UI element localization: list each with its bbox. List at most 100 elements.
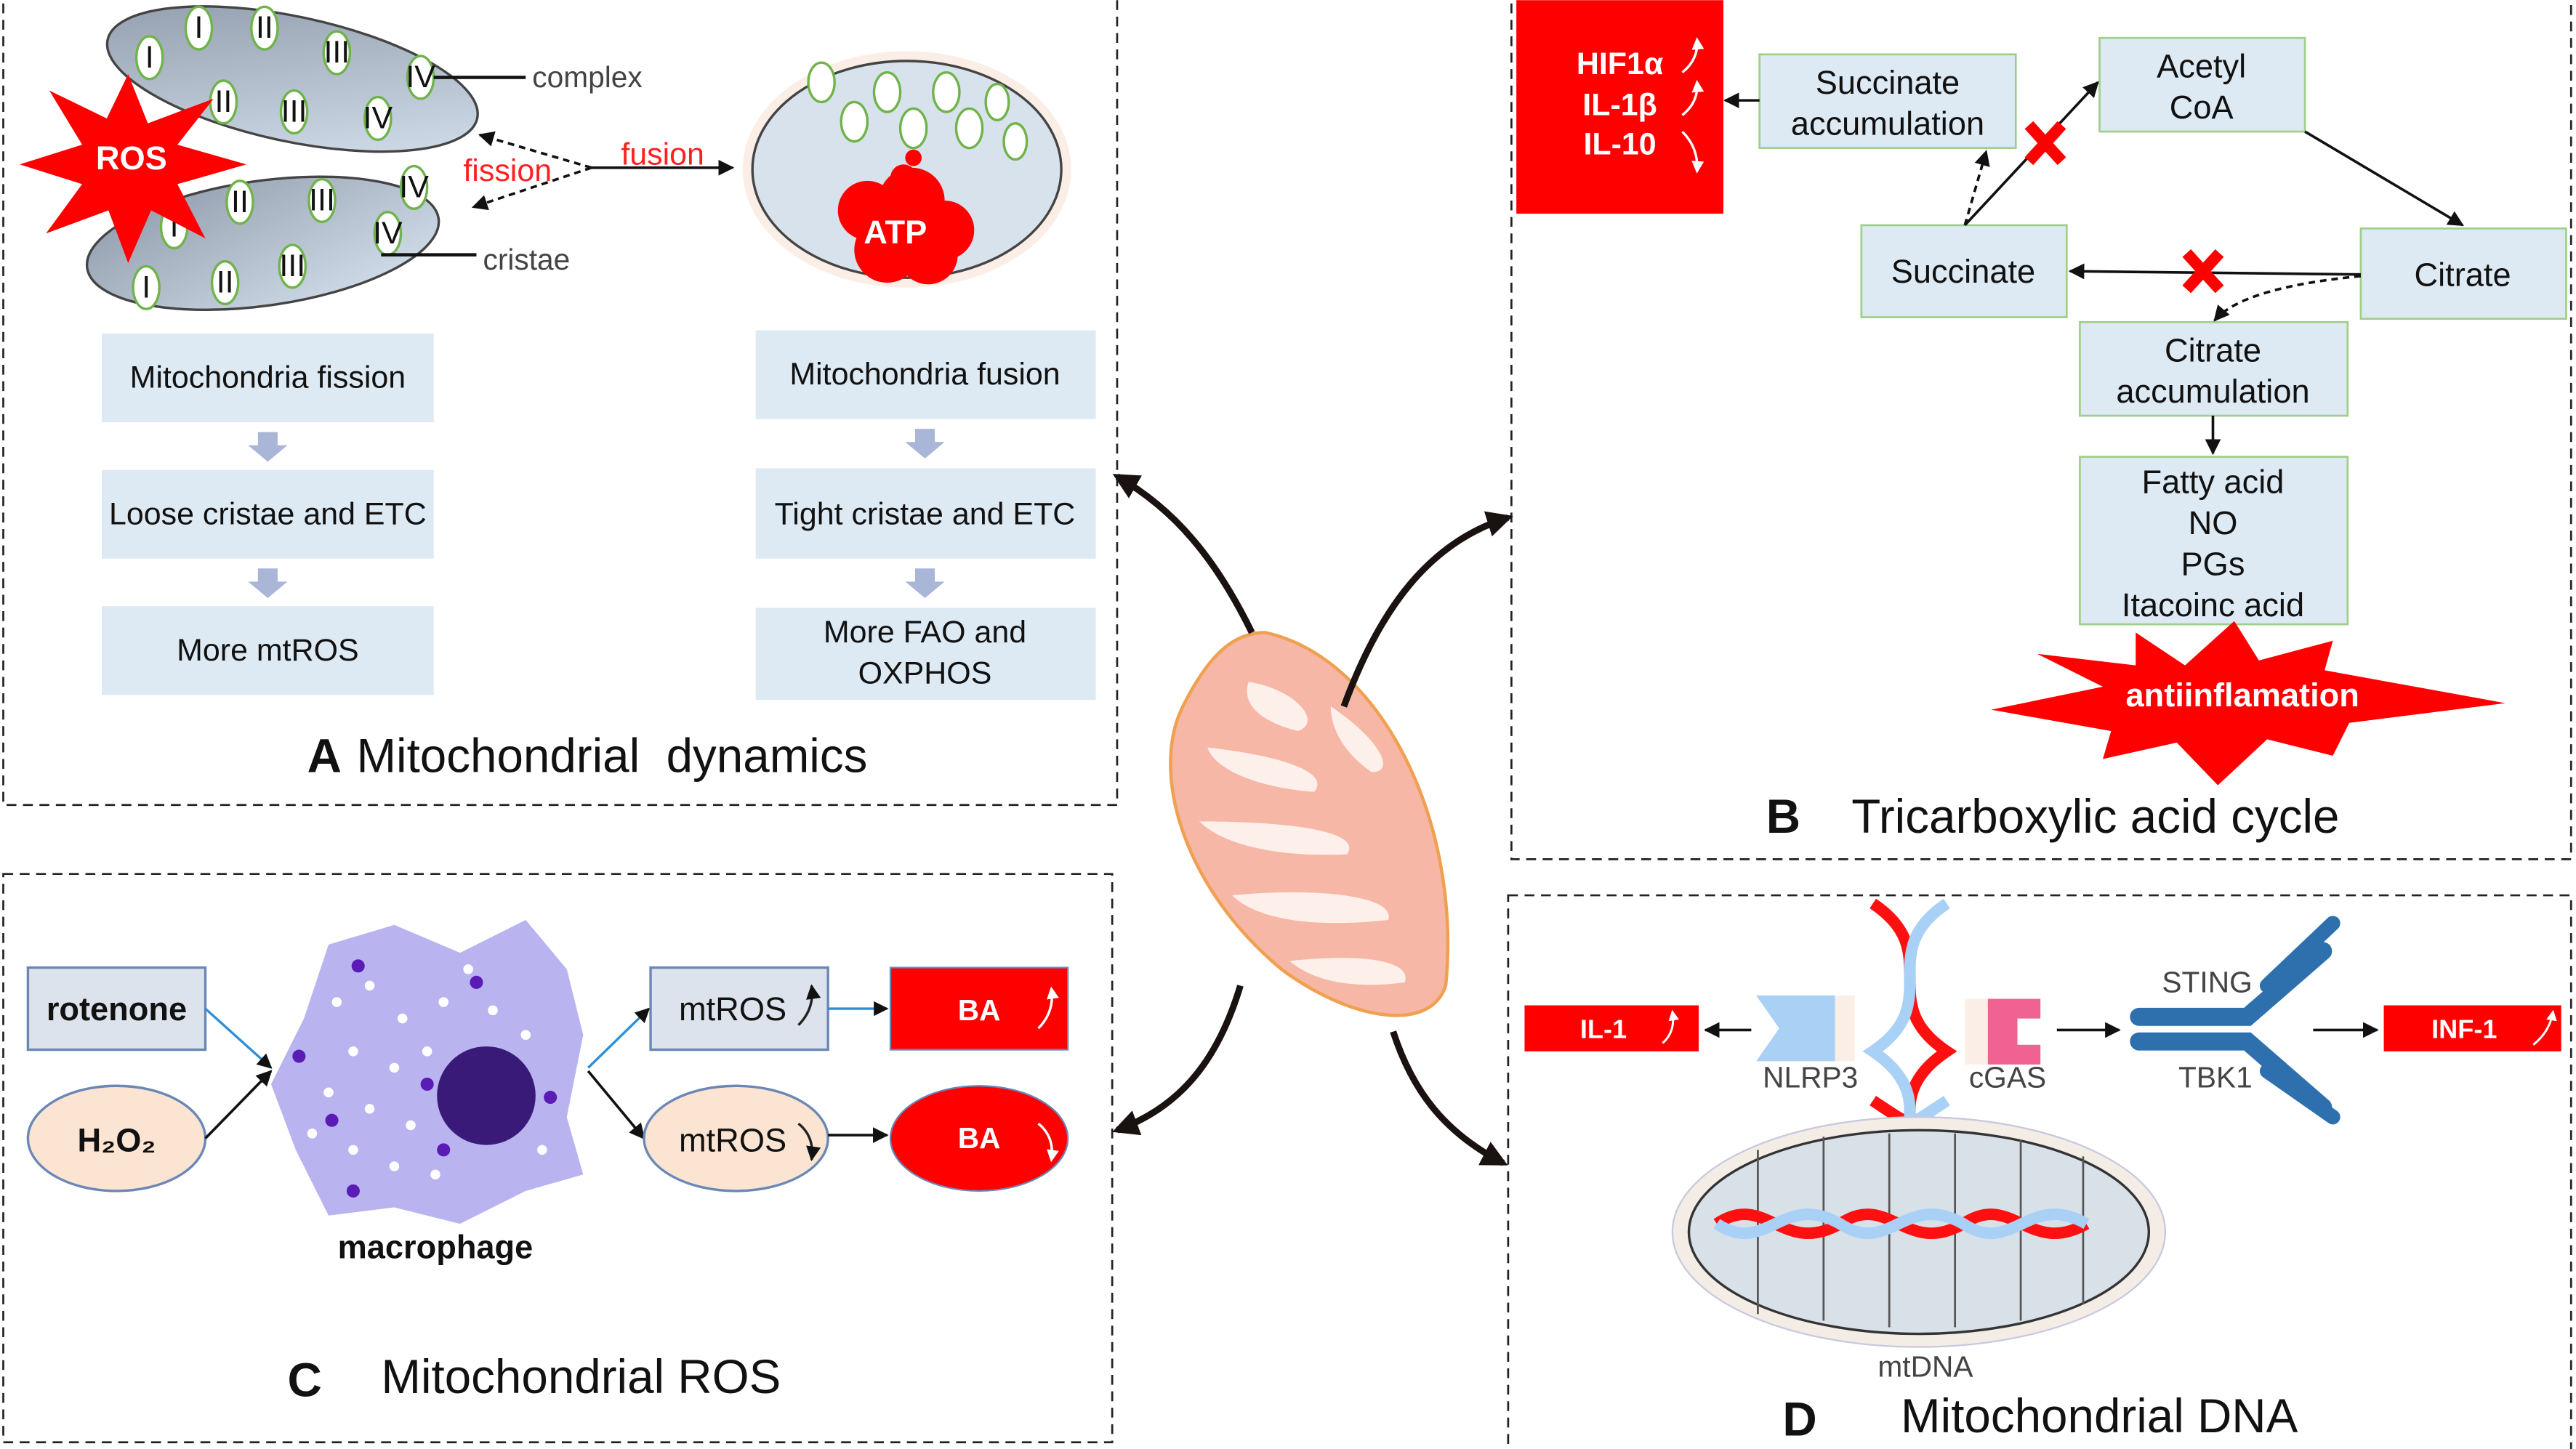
arrow-macrophage-mtros-up	[587, 1007, 651, 1069]
node-label: Succinate	[1891, 253, 2035, 290]
up-arrow-icon	[1681, 79, 1704, 116]
panel-a-letter: A	[307, 730, 342, 783]
nlrp3-label: NLRP3	[1763, 1061, 1858, 1094]
arrow-rotenone-macrophage	[204, 1007, 273, 1069]
fission-step-3	[102, 606, 434, 695]
fission-step-1-label: Mitochondria fission	[130, 360, 406, 395]
node-acetyl-coa	[2098, 36, 2306, 133]
macrophage-cell	[270, 919, 584, 1224]
down-arrow-icon	[1037, 1122, 1059, 1163]
nlrp3-membrane	[1835, 995, 1855, 1062]
panel-d: IL-1 NLRP3 cGAS STING TBK1 INF-1 mtDNA D…	[1507, 894, 2572, 1449]
svg-text:ROS: ROS	[96, 140, 167, 177]
fusion-label: fusion	[621, 137, 704, 171]
node-label: accumulation	[1791, 105, 1984, 142]
fission-step-3-label: More mtROS	[177, 633, 358, 668]
tbk1-label: TBK1	[2178, 1061, 2253, 1094]
up-arrow-icon	[2532, 1009, 2557, 1046]
sting-label: STING	[2162, 965, 2252, 998]
fusion-step-1	[755, 330, 1096, 419]
cgas-label: cGAS	[1969, 1061, 2046, 1094]
cytokine-il10: IL-10	[1583, 127, 1656, 162]
arrow-citrate-succinate	[2068, 263, 2361, 280]
panel-b-title: Tricarboxylic acid cycle	[1851, 790, 2339, 843]
panel-a-title: Mitochondrial dynamics	[356, 730, 867, 783]
node-label: Fatty acid	[2142, 463, 2285, 500]
svg-text:antiinflamation: antiinflamation	[2126, 677, 2359, 714]
up-arrow-icon	[1662, 1009, 1680, 1044]
ba-up-label: BA	[958, 993, 1001, 1027]
fusion-step-3-label-line2: OXPHOS	[858, 655, 992, 690]
node-label: CoA	[2170, 89, 2234, 126]
panel-b: HIF1α IL-1β IL-10 Succinate accumulation…	[1510, 0, 2572, 860]
fusion-step-3-label-line1: More FAO and	[824, 615, 1026, 650]
node-label: PGs	[2181, 545, 2245, 582]
node-label: NO	[2189, 504, 2238, 541]
ba-down-ellipse	[889, 1085, 1069, 1192]
fission-arrow-up	[478, 131, 592, 169]
svg-text:I: I	[145, 40, 154, 75]
arrow-acetyl-citrate	[2304, 130, 2464, 227]
il1-label: IL-1	[1580, 1014, 1627, 1044]
panel-c-letter: C	[288, 1353, 322, 1406]
down-arrow-icon	[1681, 130, 1704, 174]
block-x-icon	[2182, 249, 2224, 294]
arrow-macrophage-mtros-down	[587, 1070, 645, 1140]
svg-text:II: II	[256, 10, 273, 45]
up-arrow-icon	[1037, 986, 1059, 1030]
svg-text:III: III	[279, 249, 305, 283]
panel-d-border	[1507, 894, 2572, 1449]
arrow-citrate-accum	[2213, 275, 2362, 322]
mtros-up-label: mtROS	[679, 990, 786, 1028]
svg-text:II: II	[217, 265, 234, 300]
up-arrow-icon	[797, 984, 821, 1026]
fission-label: fission	[463, 153, 552, 188]
node-label: Acetyl	[2157, 47, 2246, 84]
inf1-box	[2383, 1005, 2561, 1052]
node-label: accumulation	[2116, 373, 2309, 410]
fission-step-2	[102, 469, 434, 559]
rotenone-label: rotenone	[47, 990, 187, 1028]
sting-tbk1-icon	[2130, 916, 2340, 1125]
central-mitochondrion	[1169, 631, 1450, 1017]
arrow-to-panel-d	[1390, 1030, 1508, 1166]
fusion-step-3	[755, 608, 1096, 701]
svg-text:III: III	[323, 35, 350, 70]
svg-text:IV: IV	[399, 169, 429, 204]
node-citrate	[2359, 227, 2567, 320]
complex-label: complex	[532, 60, 642, 94]
panel-c-title: Mitochondrial ROS	[381, 1350, 781, 1403]
panel-c: rotenone H₂O₂ macrophage mtROS mtROS BA …	[2, 873, 1114, 1444]
node-label: Citrate	[2165, 331, 2261, 368]
node-succinate-accumulation	[1758, 53, 2017, 150]
mitochondrion-with-mtdna	[1671, 1116, 2167, 1348]
ros-burst: ROS	[20, 73, 247, 263]
down-arrow-icon	[797, 1122, 821, 1161]
ba-down-label: BA	[958, 1121, 1001, 1155]
svg-text:I: I	[195, 10, 204, 45]
fusion-step-2	[755, 468, 1096, 559]
node-products	[2079, 456, 2349, 626]
down-arrow-icon	[905, 568, 945, 598]
node-label: Itacoinc acid	[2122, 586, 2304, 623]
panel-d-letter: D	[1782, 1393, 1816, 1446]
arrow-succinate-accum	[1963, 150, 1990, 226]
ba-up-box	[889, 966, 1069, 1051]
down-arrow-icon	[248, 568, 288, 598]
svg-text:III: III	[281, 94, 307, 129]
panel-b-letter: B	[1766, 790, 1800, 843]
svg-text:IV: IV	[373, 216, 403, 251]
block-x-icon	[2024, 121, 2066, 166]
panel-d-title: Mitochondrial DNA	[1901, 1389, 2298, 1442]
down-arrow-icon	[248, 432, 288, 462]
inf1-label: INF-1	[2431, 1014, 2497, 1044]
fusion-step-1-label: Mitochondria fusion	[789, 357, 1060, 392]
cgas-membrane	[1965, 998, 1988, 1065]
fission-step-2-label: Loose cristae and ETC	[109, 496, 427, 531]
antiinflammation-burst: antiinflamation	[1991, 621, 2505, 786]
rotenone-box	[26, 966, 207, 1052]
arrow-to-panel-b	[1340, 511, 1513, 708]
down-arrow-icon	[905, 429, 945, 459]
nlrp3-shape	[1756, 995, 1835, 1062]
svg-text:I: I	[170, 209, 179, 244]
